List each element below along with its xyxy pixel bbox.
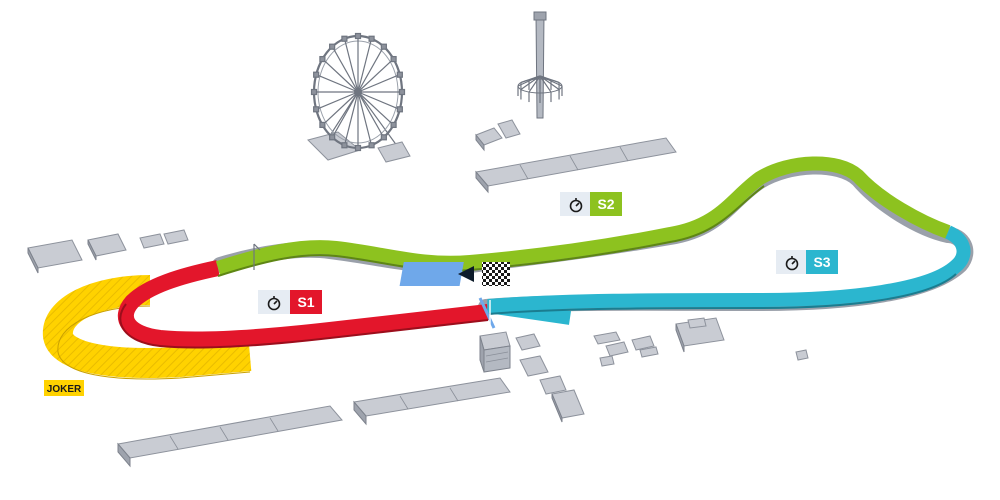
sector-s2-badge bbox=[590, 192, 622, 216]
sector-label-s2: S2 bbox=[560, 192, 622, 216]
sector-s2-label: S2 bbox=[597, 196, 614, 212]
stopwatch-icon bbox=[267, 296, 281, 311]
sector-s1-label: S1 bbox=[297, 294, 314, 310]
ferris-wheel bbox=[307, 32, 411, 163]
joker-label: JOKER bbox=[44, 380, 84, 396]
joker-lap bbox=[42, 275, 252, 378]
stopwatch-icon bbox=[785, 256, 799, 271]
buildings bbox=[27, 119, 809, 468]
direction-arrow-icon bbox=[458, 266, 474, 282]
checkered-flag-icon bbox=[482, 262, 510, 286]
sector-s1-badge bbox=[290, 290, 322, 314]
sector-label-s1: S1 bbox=[258, 290, 322, 314]
stopwatch-icon bbox=[569, 198, 583, 213]
drop-tower bbox=[517, 11, 563, 119]
start-finish-marker bbox=[399, 262, 510, 286]
joker-label-text: JOKER bbox=[47, 384, 82, 395]
sector-s2-track bbox=[215, 156, 951, 275]
sector-s3-track bbox=[486, 225, 971, 325]
sector-label-s3: S3 bbox=[776, 250, 838, 274]
sector-s1-track bbox=[117, 260, 489, 348]
sector-s3-label: S3 bbox=[813, 254, 830, 270]
sector-s3-badge bbox=[806, 250, 838, 274]
